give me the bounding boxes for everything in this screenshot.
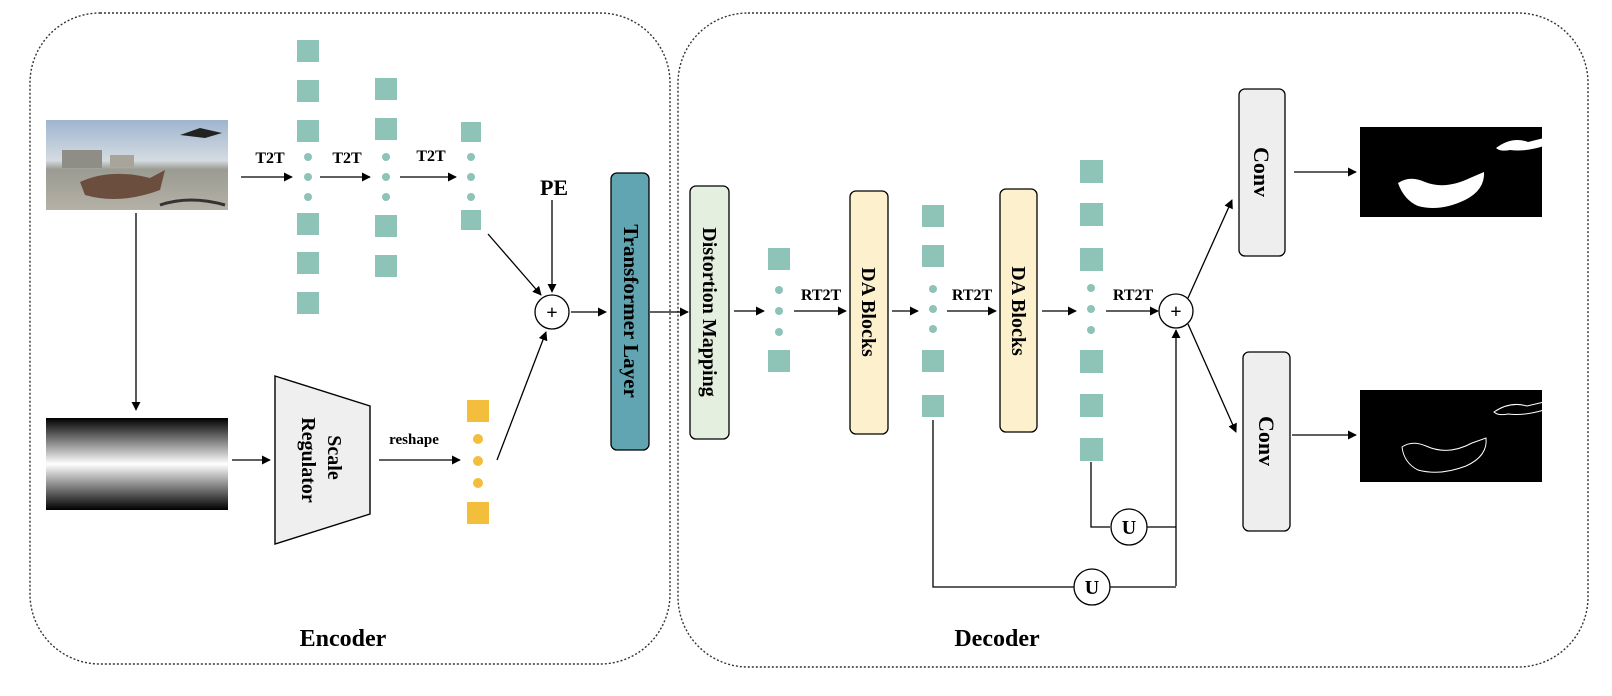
upsample-node-2 [1073, 568, 1111, 606]
conv-block-1 [1238, 88, 1286, 257]
da-blocks-1 [849, 190, 889, 435]
da-blocks-1-label: DA Blocks [857, 267, 879, 357]
decoder-token-column-a [768, 248, 790, 372]
decoder-panel [677, 12, 1589, 668]
t2t-label-3: T2T [416, 148, 446, 165]
t2t-label-2: T2T [332, 150, 362, 167]
skip-connections [932, 420, 1176, 588]
token-column-2 [375, 78, 397, 277]
conv-block-2-label: Conv [1254, 416, 1279, 466]
rt2t-label-2: RT2T [952, 287, 993, 304]
encoder-add-symbol: + [546, 302, 557, 324]
conv-block-2 [1242, 351, 1291, 532]
output-saliency-mask [1360, 127, 1544, 217]
da-blocks-2-label: DA Blocks [1007, 266, 1029, 356]
decoder-title: Decoder [954, 626, 1040, 652]
decoder-add-node [1158, 293, 1194, 329]
upsample-node-1 [1110, 508, 1148, 546]
encoder-arrows [131, 172, 689, 465]
scale-regulator-label: Scale Regulator [297, 417, 345, 503]
scale-token-column [467, 400, 489, 524]
token-column-3 [461, 122, 481, 230]
token-column-1 [297, 40, 319, 314]
distortion-mapping-label: Distortion Mapping [698, 227, 720, 396]
transformer-layer-block [610, 172, 650, 451]
scale-regulator-block [274, 375, 371, 545]
encoder-panel [29, 12, 671, 665]
input-panorama-image [46, 120, 228, 210]
t2t-label-1: T2T [255, 150, 285, 167]
decoder-add-symbol: + [1170, 301, 1181, 323]
scale-map-image [46, 418, 228, 510]
decoder-arrows [734, 167, 1357, 586]
encoder-title: Encoder [300, 626, 387, 652]
upsample-node-2-symbol: U [1085, 577, 1099, 599]
conv-block-1-label: Conv [1249, 147, 1274, 197]
upsample-node-1-symbol: U [1122, 517, 1136, 539]
output-edge-map [1360, 390, 1545, 482]
decoder-token-column-b [922, 205, 944, 417]
da-blocks-2 [999, 188, 1038, 433]
transformer-layer-label: Transformer Layer [619, 224, 643, 398]
rt2t-label-1: RT2T [801, 287, 842, 304]
reshape-label: reshape [389, 432, 439, 448]
decoder-token-column-c [1080, 160, 1103, 461]
pe-label: PE [540, 175, 568, 200]
distortion-mapping-block [689, 185, 730, 440]
rt2t-label-3: RT2T [1113, 287, 1154, 304]
encoder-add-node [534, 294, 570, 330]
